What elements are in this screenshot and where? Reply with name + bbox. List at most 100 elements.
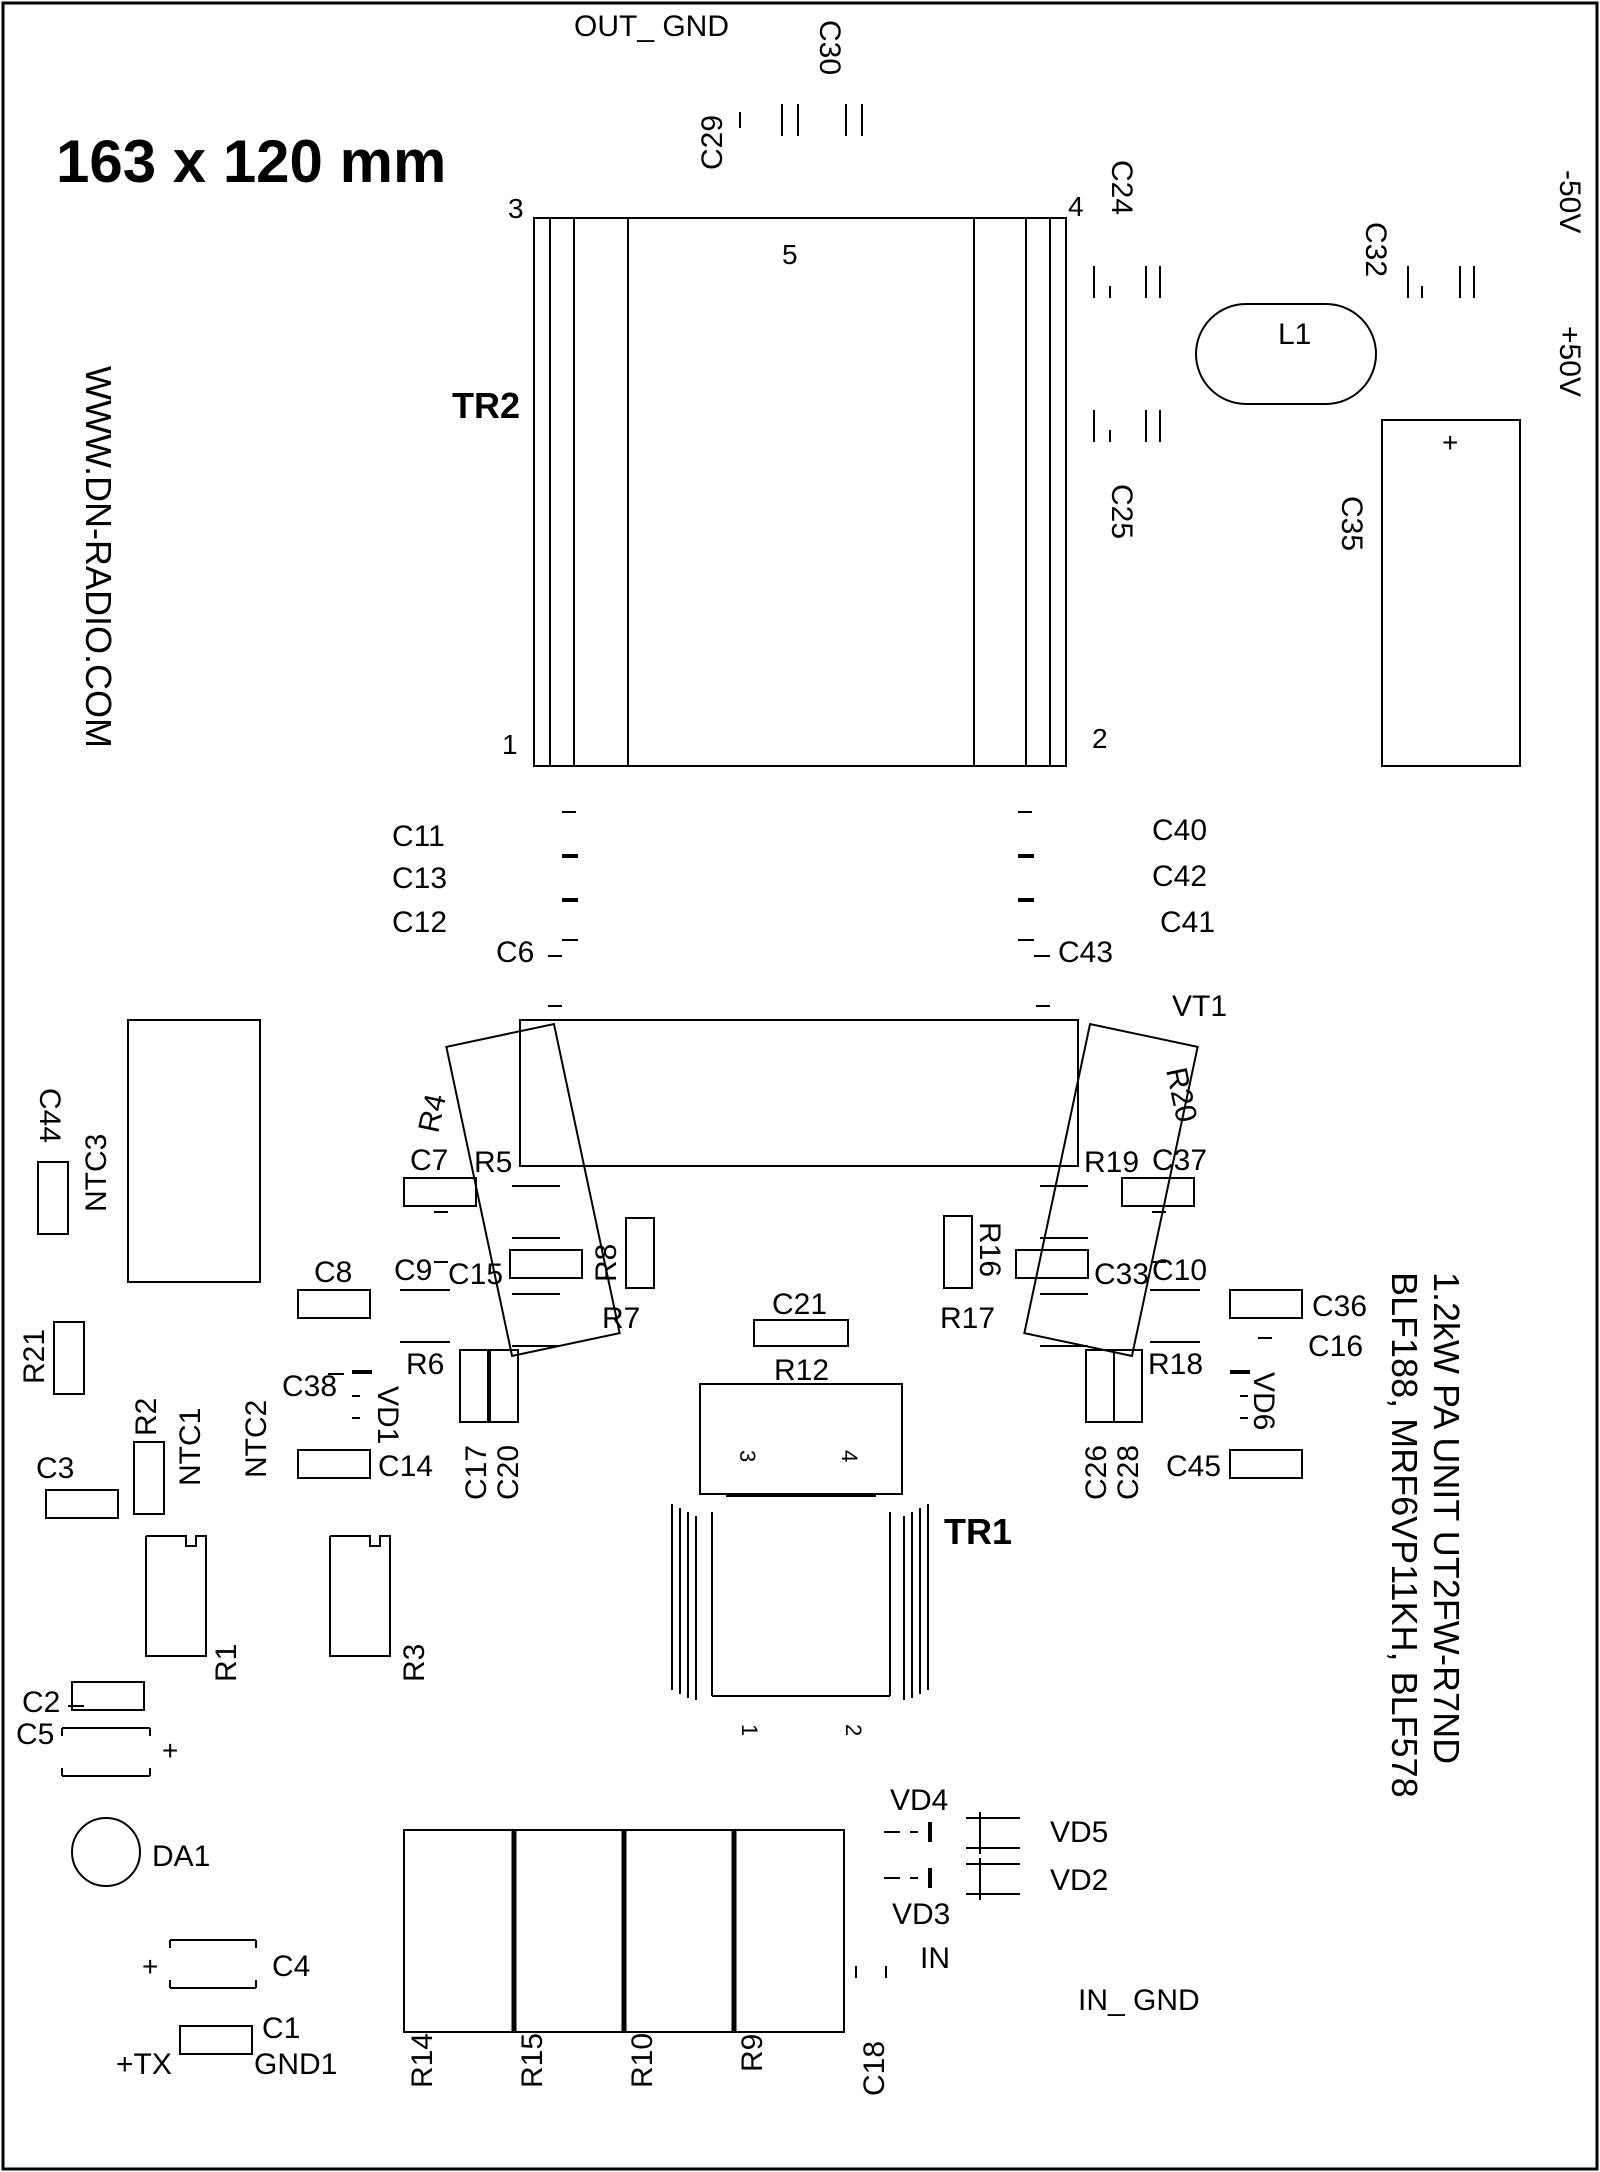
c2-outline <box>71 1681 145 1711</box>
c40-label: C40 <box>1152 814 1207 847</box>
r18-label: R18 <box>1148 1348 1203 1381</box>
c30-label: C30 <box>813 20 846 75</box>
c20-label: C20 <box>492 1445 525 1500</box>
c3-outline <box>45 1489 119 1519</box>
c15-label: C15 <box>448 1258 503 1291</box>
c12-label: C12 <box>392 906 447 939</box>
l1-label: L1 <box>1278 318 1311 351</box>
c5-plus: + <box>162 1735 178 1766</box>
c1-outline <box>179 2025 253 2055</box>
c24-label: C24 <box>1105 160 1138 215</box>
r4-label: R4 <box>413 1091 453 1135</box>
c8-outline <box>297 1289 371 1319</box>
c3-label: C3 <box>36 1452 74 1485</box>
r19-label: R19 <box>1084 1146 1139 1179</box>
r2-outline <box>133 1441 165 1515</box>
c16-label: C16 <box>1308 1330 1363 1363</box>
c5-outline <box>61 1727 151 1777</box>
minus50v-label: -50V <box>1553 170 1586 233</box>
c25-label: C25 <box>1105 484 1138 539</box>
c36-outline <box>1229 1289 1303 1319</box>
c41-label: C41 <box>1160 906 1215 939</box>
c17-outline <box>459 1349 489 1423</box>
in-label: IN <box>920 1942 950 1975</box>
r10-label: R10 <box>626 2033 659 2088</box>
vt1-label: VT1 <box>1172 990 1227 1023</box>
vd2-outline <box>966 1858 1020 1900</box>
c21-label: C21 <box>772 1288 827 1321</box>
tr2-outline <box>533 217 1067 767</box>
vd1-label: VD1 <box>371 1386 404 1444</box>
r3-outline <box>329 1535 391 1657</box>
unit-name-label: 1.2kW PA UNIT UT2FW-R7ND <box>1426 1272 1467 1764</box>
r20-label: R20 <box>1159 1065 1203 1126</box>
c17-label: C17 <box>460 1445 493 1500</box>
da1-outline <box>71 1817 141 1887</box>
c38-label: C38 <box>282 1370 337 1403</box>
ntc3-outline <box>127 1019 261 1283</box>
c32-label: C32 <box>1359 222 1392 277</box>
c35-label: C35 <box>1335 496 1368 551</box>
tr1-label: TR1 <box>944 1511 1012 1552</box>
r1-outline <box>145 1535 207 1657</box>
r16-label: R16 <box>973 1222 1006 1277</box>
c20-outline <box>489 1349 519 1423</box>
c35-plus: + <box>1442 427 1458 458</box>
vd6-label: VD6 <box>1247 1372 1280 1430</box>
tr2-pin2: 2 <box>1092 723 1108 754</box>
r8-label: R8 <box>590 1244 623 1282</box>
c8-label: C8 <box>314 1256 352 1289</box>
l1-outline <box>1195 303 1377 405</box>
tr1-outline <box>671 1383 929 1700</box>
c45-outline <box>1229 1449 1303 1479</box>
tr1-pin1: 1 <box>737 1724 762 1736</box>
c44-outline <box>37 1161 69 1235</box>
c9-label: C9 <box>394 1254 432 1287</box>
tr2-label: TR2 <box>452 385 520 426</box>
c37-label: C37 <box>1152 1144 1207 1177</box>
r9-label: R9 <box>736 2034 769 2072</box>
vd3-label: VD3 <box>892 1898 950 1931</box>
tr2-pin1: 1 <box>502 729 518 760</box>
r16-outline <box>943 1215 973 1289</box>
component-outlines <box>37 217 1521 2055</box>
tr1-pin3: 3 <box>735 1450 760 1462</box>
c10-label: C10 <box>1152 1254 1207 1287</box>
c11-label: C11 <box>392 820 445 853</box>
r1-label: R1 <box>210 1644 243 1682</box>
tr1-pin2: 2 <box>841 1724 866 1736</box>
c28-label: C28 <box>1112 1445 1145 1500</box>
gnd1-label: GND1 <box>254 2048 337 2081</box>
ntc1-label: NTC1 <box>174 1408 207 1486</box>
ntc2-label: NTC2 <box>240 1400 273 1478</box>
vd2-label: VD2 <box>1050 1864 1108 1897</box>
r3-label: R3 <box>398 1644 431 1682</box>
r14-label: R14 <box>406 2033 439 2088</box>
c4-plus: + <box>142 1951 158 1982</box>
vd4-label: VD4 <box>890 1784 948 1817</box>
vd5-outline <box>966 1812 1020 1854</box>
r20-outline <box>1023 1022 1199 1358</box>
c43-label: C43 <box>1058 936 1113 969</box>
r21-label: R21 <box>18 1329 51 1384</box>
out-gnd-label: OUT_ GND <box>574 10 729 43</box>
pad-marks <box>68 104 1475 1978</box>
tr2-pin4: 4 <box>1068 191 1084 222</box>
tr2-pin5: 5 <box>782 239 798 270</box>
c33-label: C33 <box>1094 1258 1149 1291</box>
c14-outline <box>297 1449 371 1479</box>
c26-label: C26 <box>1080 1445 1113 1500</box>
r6-label: R6 <box>406 1348 444 1381</box>
ntc3-label: NTC3 <box>80 1134 113 1212</box>
c1-label: C1 <box>262 2012 300 2045</box>
c36-label: C36 <box>1312 1290 1367 1323</box>
c26-outline <box>1085 1349 1115 1423</box>
c13-label: C13 <box>392 862 447 895</box>
tx-label: +TX <box>116 2048 172 2081</box>
c35-outline <box>1381 419 1521 767</box>
c33-outline <box>1015 1249 1089 1279</box>
silkscreen-text: 163 x 120 mm WWW.DN-RADIO.COM 1.2kW PA U… <box>16 10 1586 2096</box>
c4-outline <box>169 1939 257 1989</box>
